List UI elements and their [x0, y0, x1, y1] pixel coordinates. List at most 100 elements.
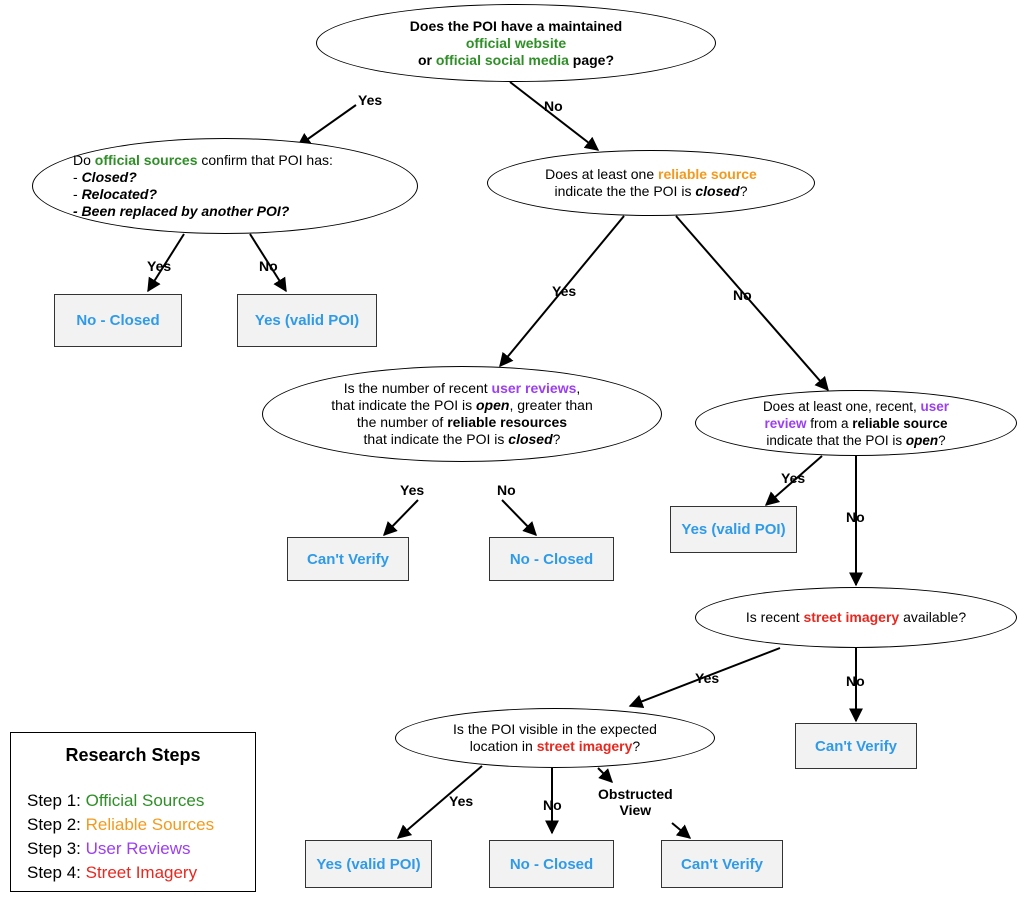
edge-label-yes: Yes	[695, 670, 720, 686]
q3-reliable-source: reliable source	[658, 166, 757, 182]
outcome-cant-verify: Can't Verify	[661, 840, 783, 888]
legend-step-prefix: Step 2:	[27, 815, 86, 834]
edge-label-no: No	[497, 482, 516, 498]
q2-dash: -	[73, 169, 82, 185]
edge-label-no: No	[543, 797, 562, 813]
legend-step-4: Step 4: Street Imagery	[27, 863, 197, 883]
q5-reliable-source: reliable source	[852, 415, 948, 431]
q2-relocated: Relocated?	[81, 186, 158, 202]
q4-text: the number of	[356, 414, 448, 430]
q4-user-reviews: user reviews	[491, 380, 577, 396]
q2-text: Do	[73, 152, 95, 168]
q4-text: Is the number of recent	[343, 380, 492, 396]
legend-step-3-name: User Reviews	[85, 839, 191, 858]
q1-text-end: page?	[568, 51, 615, 68]
edge-label-yes: Yes	[781, 470, 806, 486]
arrow-q2-no	[249, 233, 287, 293]
q4-comma: ,	[576, 380, 581, 396]
q2-replaced: - Been replaced by another POI?	[73, 203, 290, 219]
q5-text: from a	[806, 415, 853, 431]
q2-official-sources: official sources	[94, 152, 198, 168]
q6-text: Is recent	[745, 609, 804, 625]
legend-step-3: Step 3: User Reviews	[27, 839, 190, 859]
q6-street-imagery: street imagery	[803, 609, 900, 625]
question-street-imagery-available: Is recent street imagery available?	[695, 587, 1017, 648]
edge-label-yes: Yes	[552, 283, 577, 299]
edge-label-no: No	[544, 98, 563, 114]
outcome-yes-valid-poi: Yes (valid POI)	[305, 840, 432, 888]
legend-step-prefix: Step 3:	[27, 839, 86, 858]
legend-step-4-name: Street Imagery	[85, 863, 198, 882]
q1-official-website: official website	[465, 34, 567, 51]
q4-reliable-resources: reliable resources	[447, 414, 568, 430]
q4-closed: closed	[508, 431, 553, 447]
q5-qmark: ?	[938, 432, 946, 448]
q6-text-end: available?	[899, 609, 967, 625]
legend-step-prefix: Step 1:	[27, 791, 86, 810]
q1-official-social-media: official social media	[435, 51, 569, 68]
outcome-cant-verify: Can't Verify	[795, 723, 917, 769]
q5-open: open	[905, 432, 939, 448]
legend-step-2: Step 2: Reliable Sources	[27, 815, 214, 835]
q1-line1: Does the POI have a maintained	[409, 17, 623, 34]
q4-text: that indicate the POI is	[331, 397, 476, 413]
q3-qmark: ?	[739, 183, 748, 199]
q5-text: Does at least one, recent,	[762, 398, 921, 414]
outcome-no-closed: No - Closed	[54, 294, 182, 347]
arrow-q3-yes	[499, 215, 625, 368]
arrow-q4-yes	[383, 499, 419, 537]
q7-line1: Is the POI visible in the expected	[453, 721, 657, 737]
edge-label-yes: Yes	[400, 482, 425, 498]
question-recent-user-review-open: Does at least one, recent, user review f…	[695, 390, 1017, 456]
q4-qmark: ?	[552, 431, 561, 447]
outcome-no-closed: No - Closed	[489, 537, 614, 581]
arrow-q4-no	[501, 499, 537, 537]
edge-label-obstructed: Obstructed	[598, 786, 673, 802]
q1-text: or	[417, 51, 436, 68]
edge-label-yes: Yes	[147, 258, 172, 274]
arrow-q5-yes	[764, 455, 823, 506]
question-reliable-source-closed: Does at least one reliable source indica…	[487, 150, 815, 216]
legend-step-1-name: Official Sources	[85, 791, 205, 810]
arrow-q1-yes	[296, 104, 357, 147]
arrow-q7-yes	[396, 765, 483, 839]
q3-text: Does at least one	[545, 166, 659, 182]
edge-label-yes: Yes	[358, 92, 383, 108]
arrow-q2-yes	[147, 233, 185, 293]
edge-label-yes: Yes	[449, 793, 474, 809]
arrow-q6-yes	[628, 647, 781, 708]
q2-text-end: confirm that POI has:	[197, 152, 333, 168]
arrow-q7-obstructed-tip	[671, 822, 692, 839]
arrow-q7-obstructed	[597, 767, 613, 783]
legend-step-2-name: Reliable Sources	[85, 815, 215, 834]
question-official-sources-confirm: Do official sources confirm that POI has…	[32, 138, 418, 234]
q5-text: indicate that the POI is	[766, 432, 906, 448]
q5-review: review	[764, 415, 807, 431]
edge-label-no: No	[259, 258, 278, 274]
edge-label-obstructed-view: Obstructed View	[598, 786, 673, 818]
question-official-website: Does the POI have a maintained official …	[316, 4, 716, 82]
outcome-cant-verify: Can't Verify	[287, 537, 409, 581]
edge-label-no: No	[846, 673, 865, 689]
q3-text: indicate the the POI is	[554, 183, 696, 199]
q4-text-end: , greater than	[509, 397, 593, 413]
legend-step-1: Step 1: Official Sources	[27, 791, 204, 811]
arrow-q3-no	[675, 215, 829, 392]
q5-user: user	[920, 398, 950, 414]
outcome-yes-valid-poi: Yes (valid POI)	[237, 294, 377, 347]
question-poi-visible-in-imagery: Is the POI visible in the expected locat…	[395, 708, 715, 768]
q7-street-imagery: street imagery	[536, 738, 633, 754]
legend-step-prefix: Step 4:	[27, 863, 86, 882]
question-user-reviews-vs-reliable: Is the number of recent user reviews, th…	[262, 366, 662, 462]
q7-text: location in	[469, 738, 537, 754]
outcome-yes-valid-poi: Yes (valid POI)	[670, 506, 797, 553]
q7-qmark: ?	[632, 738, 641, 754]
edge-label-view: View	[619, 802, 652, 818]
legend-title: Research Steps	[65, 745, 201, 765]
q2-dash: -	[73, 186, 82, 202]
research-steps-legend: Research Steps Step 1: Official Sources …	[10, 732, 256, 892]
outcome-no-closed: No - Closed	[489, 840, 614, 888]
edge-label-no: No	[733, 287, 752, 303]
q3-closed: closed	[695, 183, 740, 199]
